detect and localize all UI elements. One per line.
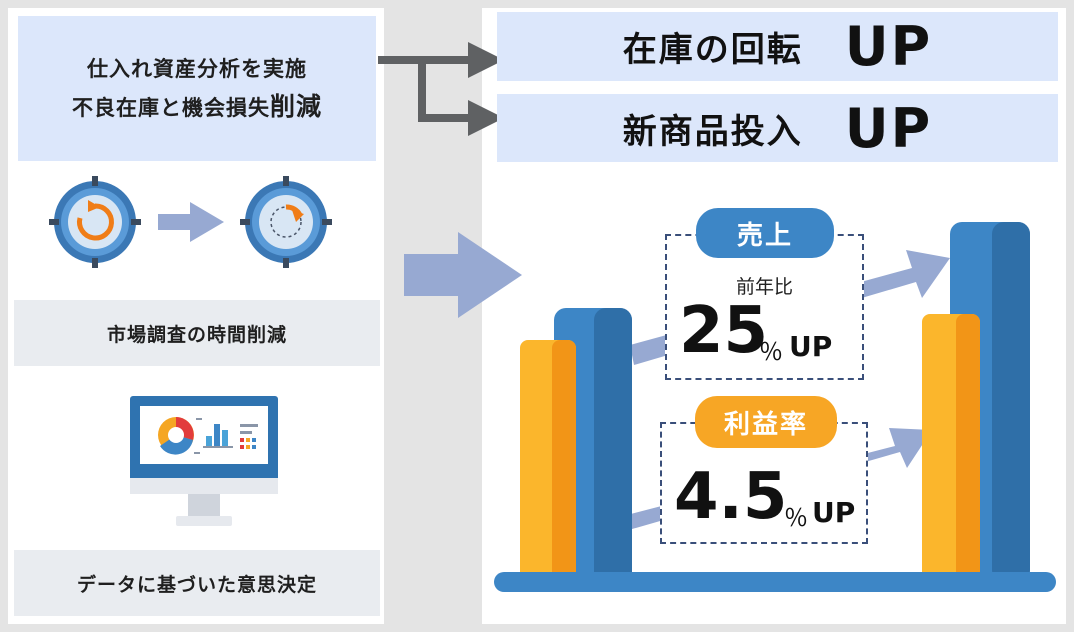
analysis-line2-prefix: 不良在庫と機会損失 [71,96,270,120]
bar-chart-icon [494,222,1056,592]
analysis-box: 仕入れ資産分析を実施 不良在庫と機会損失削減 [18,16,376,161]
newproduct-up: UP [844,96,933,160]
profit-up: UP [812,496,856,529]
sales-up: UP [789,330,833,363]
turnover-box: 在庫の回転 UP [497,12,1058,81]
sales-metric-box: 前年比 25 ％ UP [665,234,864,380]
turnover-up: UP [844,15,933,78]
arrow-right-icon [158,202,224,242]
newproduct-label: 新商品投入 [622,111,803,152]
survey-label: 市場調査の時間削減 [106,323,287,346]
big-arrow-icon [404,232,522,318]
turnover-label: 在庫の回転 [622,30,803,70]
clock-after-icon [240,176,332,268]
profit-value: 4.5 [674,460,788,534]
sales-value: 25 [679,294,769,368]
survey-box: 市場調査の時間削減 [14,300,380,366]
sales-label: 売上 [736,220,793,251]
newproduct-box: 新商品投入 UP [497,94,1058,162]
profit-percent: ％ [784,504,808,532]
analysis-line1: 仕入れ資産分析を実施 [87,57,307,81]
sales-pill: 売上 [696,208,834,258]
profit-pill: 利益率 [695,396,837,448]
decision-label: データに基づいた意思決定 [76,573,317,596]
branch-arrow-icon [378,42,504,136]
monitor-dashboard-icon [130,396,278,526]
profit-label: 利益率 [723,409,808,440]
profit-metric-box: 4.5 ％ UP [660,422,868,544]
sales-comparison: 前年比 [735,276,793,298]
analysis-line2-emph: 削減 [269,92,322,121]
analysis-line2: 不良在庫と機会損失削減 [72,88,322,127]
clock-before-icon [49,176,141,268]
decision-box: データに基づいた意思決定 [14,550,380,616]
sales-percent: ％ [759,338,783,366]
